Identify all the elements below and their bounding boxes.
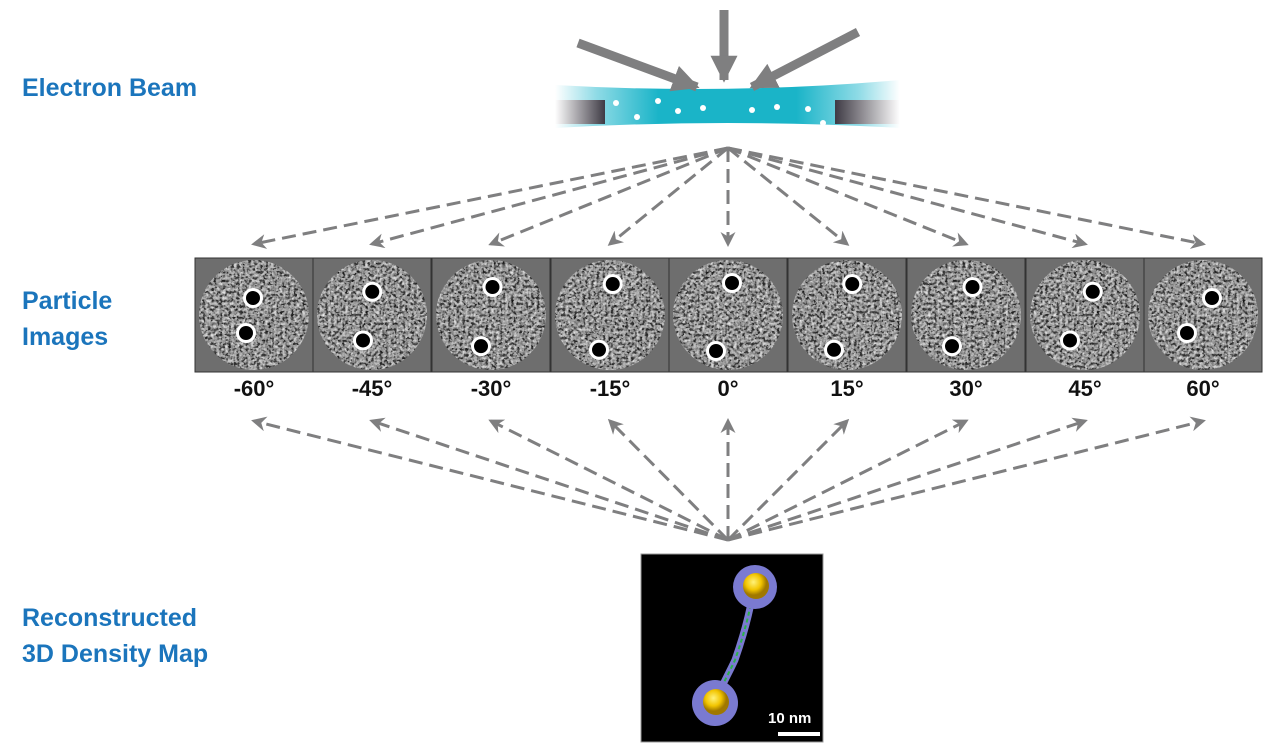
particle-image [906, 257, 1026, 373]
label-particle-images: Particle Images [22, 283, 112, 355]
label-line: 3D Density Map [22, 640, 209, 668]
particle-image [431, 257, 551, 373]
gold-nanoparticle [703, 689, 729, 715]
tilt-angle-label: 15° [830, 376, 864, 401]
label-line: Particle [22, 287, 113, 315]
gold-particle [709, 344, 723, 358]
backprojection-arrow [251, 416, 729, 542]
gold-particle [474, 339, 488, 354]
label-line: Reconstructed [22, 604, 198, 632]
label-electron-beam: Electron Beam [22, 74, 198, 102]
gold-particle [365, 284, 380, 299]
projection-arrow [727, 146, 1206, 249]
projection-arrows-top [251, 146, 1206, 249]
tilt-angle-label: -15° [589, 376, 631, 401]
particle-images [194, 257, 1263, 373]
backprojection-arrow [727, 417, 1088, 542]
projection-arrow [369, 146, 729, 249]
backprojection-arrow [727, 416, 1206, 542]
particle-image [787, 257, 907, 373]
gold-particle [945, 339, 959, 354]
particle-image [668, 257, 788, 373]
specimen-grid [555, 80, 900, 128]
tilt-angle-label: 45° [1068, 376, 1102, 401]
backprojection-arrow [607, 418, 730, 542]
tilt-angle-label: 60° [1186, 376, 1220, 401]
particle-image [312, 257, 432, 373]
scale-bar [778, 732, 820, 736]
projection-arrows-bottom [251, 416, 1206, 542]
tilt-angle-label: -45° [351, 376, 393, 401]
tilt-angle-label: 30° [949, 376, 983, 401]
gold-particle [827, 342, 841, 357]
gold-particle [1205, 291, 1219, 305]
backprojection-arrow [726, 418, 850, 542]
particle-image [1025, 257, 1145, 373]
scale-bar-label: 10 nm [768, 710, 812, 727]
projection-arrow [488, 146, 729, 247]
particle-image [1143, 257, 1263, 373]
gold-nanoparticle [743, 573, 769, 599]
particle-image [194, 257, 314, 373]
projection-arrow [727, 146, 1088, 249]
tilt-angle-label: 0° [717, 376, 739, 401]
projection-arrow [727, 146, 850, 246]
projection-arrow [607, 146, 729, 246]
gold-particle [965, 280, 980, 295]
particle-image [550, 257, 670, 373]
gold-particle [1063, 333, 1077, 348]
tilt-angle-label: -60° [233, 376, 275, 401]
projection-arrow [727, 146, 969, 247]
gold-particle [592, 342, 606, 357]
density-map-image [640, 553, 824, 743]
label-reconstructed-map: Reconstructed 3D Density Map [22, 600, 208, 672]
gold-particle [485, 280, 500, 295]
gold-particle [845, 277, 860, 292]
backprojection-arrow [727, 419, 969, 542]
tilt-angle-label: -30° [470, 376, 512, 401]
gold-particle [356, 333, 370, 348]
gold-particle [246, 291, 260, 305]
backprojection-arrow [488, 419, 729, 542]
backprojection-arrow [369, 417, 729, 542]
gold-particle [239, 326, 253, 340]
gold-particle [1180, 326, 1194, 340]
projection-arrow [251, 146, 729, 249]
label-line: Images [22, 323, 109, 351]
electron-beam-arrows [576, 10, 861, 92]
gold-particle [1085, 284, 1100, 299]
gold-particle [725, 276, 739, 290]
gold-particle [605, 277, 620, 292]
